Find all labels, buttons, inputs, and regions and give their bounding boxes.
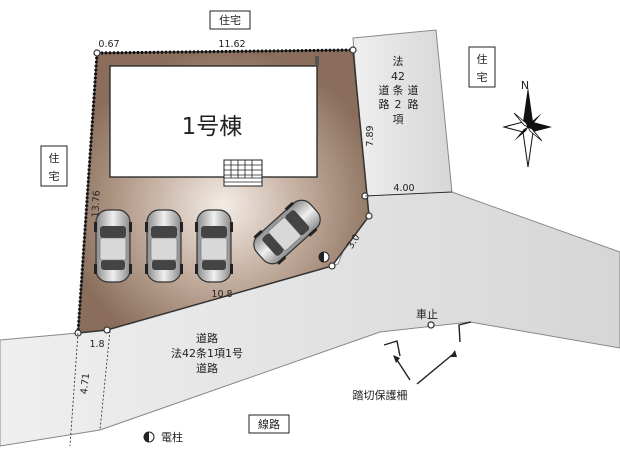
right-road-char: 道 [408, 83, 419, 97]
crossing-fence [383, 321, 472, 385]
crossing-fence-label: 踏切保護柵 [353, 388, 408, 402]
utility-pole-legend-icon [143, 431, 155, 443]
crossing-fence-arrow-left [393, 355, 400, 363]
neighbor-left-1: 住 [49, 151, 60, 165]
boundary-markers [74, 46, 435, 337]
dim-top-left: 0.67 [98, 39, 119, 50]
dim-corner: 3.0 [345, 232, 362, 251]
dim-bottom: 10.8 [211, 289, 232, 300]
neighbor-right-box [468, 46, 496, 88]
utility-pole-label: 電柱 [161, 430, 183, 444]
building-porch [315, 56, 319, 66]
neighbor-top: 住宅 [219, 13, 241, 27]
building-label: 1号棟 [182, 114, 243, 140]
bottom-road-line2: 法42条1項1号 [171, 346, 243, 360]
dim-right-side: 7.89 [365, 125, 376, 146]
neighbor-right-1: 住 [477, 52, 488, 66]
right-road-char: 法 [393, 54, 404, 68]
boundary-fence-left [76, 52, 99, 334]
right-road-char: 項 [393, 113, 404, 126]
vehicle-stop-marker [427, 321, 435, 329]
compass-rose [502, 87, 552, 168]
railway-label: 線路 [258, 417, 280, 431]
neighbor-top-box [209, 10, 251, 30]
dim-left: 13.76 [90, 190, 102, 218]
right-road-char: 路 [379, 98, 390, 111]
dim-top: 11.62 [218, 39, 245, 50]
right-road-char: 条 [393, 83, 404, 97]
dimension-lines [69, 191, 453, 447]
dim-bottom-left: 1.8 [89, 339, 104, 350]
neighbor-left-2: 宅 [49, 169, 60, 183]
vehicle-stop-label: 車止 [416, 307, 438, 321]
compass-north-label: N [521, 79, 529, 92]
crossing-fence-arrow-right [450, 350, 457, 357]
right-road-label: 法 42 条 2 項 道 路 道 路 [379, 54, 419, 126]
neighbor-right-2: 宅 [477, 70, 488, 84]
railway-box [248, 414, 290, 434]
entrance-grid [224, 160, 262, 183]
right-road-char: 42 [391, 70, 405, 83]
building-1 [109, 65, 318, 178]
right-road-char: 道 [379, 83, 390, 97]
right-road-char: 路 [408, 98, 419, 111]
boundary-fence [96, 48, 354, 55]
neighbor-left-box [40, 145, 68, 187]
right-road-char: 2 [395, 98, 402, 111]
utility-pole-symbol [318, 251, 330, 263]
dim-road-width: 4.71 [79, 373, 92, 395]
bottom-road-line3: 道路 [196, 361, 218, 375]
bottom-road-line1: 道路 [196, 331, 218, 345]
dim-right-bottom: 4.00 [393, 183, 414, 194]
